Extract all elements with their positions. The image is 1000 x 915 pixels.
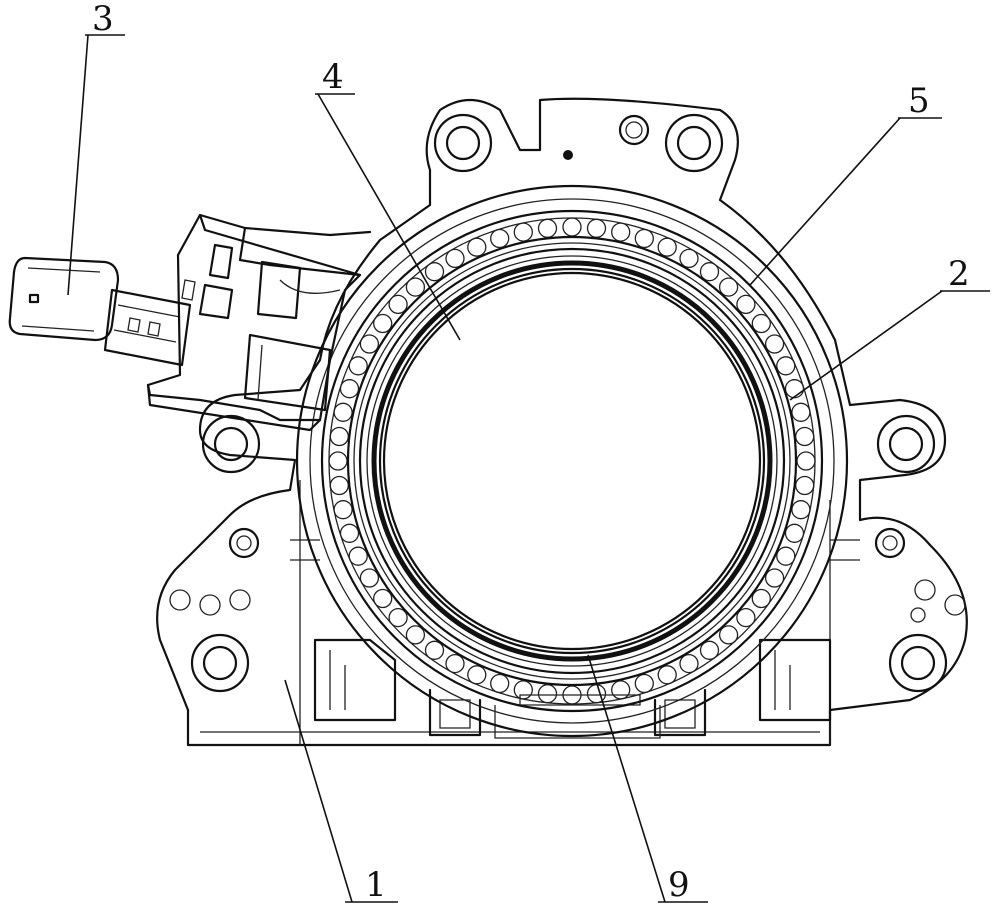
tooth <box>586 218 607 238</box>
tooth <box>611 222 631 242</box>
tooth <box>424 640 445 660</box>
callout-1: 1 <box>365 865 387 905</box>
tooth <box>699 640 720 660</box>
callout-3-leader <box>67 34 89 296</box>
mounting-holes <box>169 113 966 693</box>
tooth <box>562 217 582 237</box>
callout-9-leader <box>587 654 666 903</box>
tooth <box>764 568 785 588</box>
tooth <box>634 673 654 694</box>
tooth <box>679 653 699 674</box>
tooth <box>795 426 815 447</box>
tooth <box>776 546 796 566</box>
tooth <box>718 277 739 297</box>
tooth <box>388 607 408 628</box>
tooth <box>795 475 815 496</box>
tooth-ring <box>328 217 816 705</box>
tooth <box>328 451 348 471</box>
tooth <box>467 665 487 685</box>
tooth <box>657 665 677 685</box>
tooth <box>373 588 393 609</box>
tooth <box>784 523 805 543</box>
tooth <box>751 588 771 609</box>
seal-rings <box>353 242 791 680</box>
tooth <box>634 228 654 249</box>
tooth <box>679 248 699 269</box>
tooth <box>791 500 811 520</box>
sensor-connector <box>8 213 372 432</box>
tooth <box>699 262 720 282</box>
callout-3: 3 <box>92 0 114 39</box>
tooth <box>764 334 785 354</box>
callout-9: 9 <box>668 865 690 905</box>
tooth <box>348 356 368 376</box>
tooth <box>388 294 408 315</box>
tooth <box>791 402 811 422</box>
tooth <box>611 680 631 700</box>
tooth <box>445 653 465 674</box>
tooth <box>537 684 558 704</box>
tooth <box>405 625 426 645</box>
tooth <box>751 313 771 334</box>
callout-4-leader <box>317 93 461 341</box>
tooth <box>467 237 487 257</box>
tooth <box>329 475 349 496</box>
callout-1-leader <box>284 679 353 903</box>
tooth <box>405 277 426 297</box>
tooth <box>359 334 380 354</box>
tooth <box>718 625 739 645</box>
tooth <box>424 262 445 282</box>
tooth <box>373 313 393 334</box>
tooth <box>490 673 510 694</box>
callouts: 3 4 5 2 1 9 <box>67 0 990 905</box>
tooth <box>348 546 368 566</box>
flange-rings <box>295 184 849 738</box>
tooth <box>736 607 756 628</box>
tooth <box>333 500 353 520</box>
tooth <box>657 237 677 257</box>
callout-5-leader <box>749 117 901 286</box>
callout-2-leader <box>789 290 943 401</box>
callout-5: 5 <box>908 81 930 121</box>
tooth <box>513 680 533 700</box>
tooth <box>537 218 558 238</box>
tooth <box>776 356 796 376</box>
tooth <box>329 426 349 447</box>
tooth-ring-bounds <box>328 217 816 705</box>
tooth <box>513 222 533 242</box>
tooth <box>359 568 380 588</box>
callout-4: 4 <box>322 57 344 97</box>
tooth <box>339 379 360 399</box>
tooth <box>784 379 805 399</box>
tooth <box>445 248 465 269</box>
tooth <box>339 523 360 543</box>
callout-2: 2 <box>948 254 970 294</box>
tooth <box>333 402 353 422</box>
tooth <box>490 228 510 249</box>
tooth <box>736 294 756 315</box>
tooth <box>796 451 816 471</box>
